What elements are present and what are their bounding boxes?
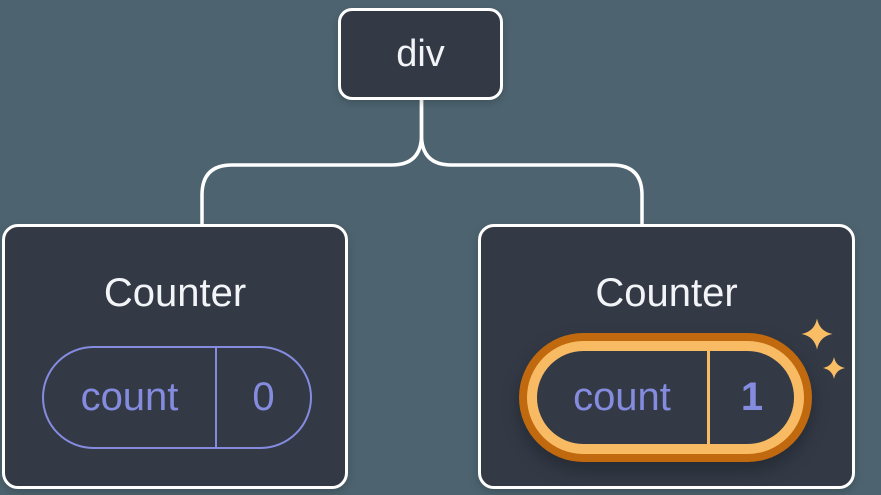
state-pill-value-segment: 0 (217, 348, 310, 447)
state-name-label: count (573, 375, 671, 419)
connector-root-to-right-counter (419, 99, 644, 226)
counter-card-left: Counter count 0 (2, 224, 348, 489)
sparkles-icon (801, 318, 845, 379)
connector-root-to-left-counter (200, 99, 424, 226)
root-node-div: div (338, 8, 503, 100)
state-pill-name-segment: count (537, 351, 710, 444)
state-pill-highlight-inner-ring: count 1 (527, 341, 804, 454)
state-value-label: 1 (740, 375, 764, 419)
counter-title: Counter (595, 271, 738, 315)
sparkle-small (823, 357, 845, 379)
state-pill-name-segment: count (44, 348, 217, 447)
sparkle-large (801, 318, 833, 350)
state-pill: count 0 (42, 346, 312, 449)
root-node-label: div (396, 32, 445, 75)
state-pill-value-segment: 1 (710, 351, 794, 444)
counter-title: Counter (103, 271, 247, 315)
counter-card-right: Counter count 1 (478, 224, 855, 489)
state-pill-highlighted: count 1 (537, 351, 794, 444)
state-pill-highlight-ring: count 1 (519, 333, 812, 462)
state-name-label: count (80, 375, 179, 419)
state-value-label: 0 (252, 375, 275, 419)
